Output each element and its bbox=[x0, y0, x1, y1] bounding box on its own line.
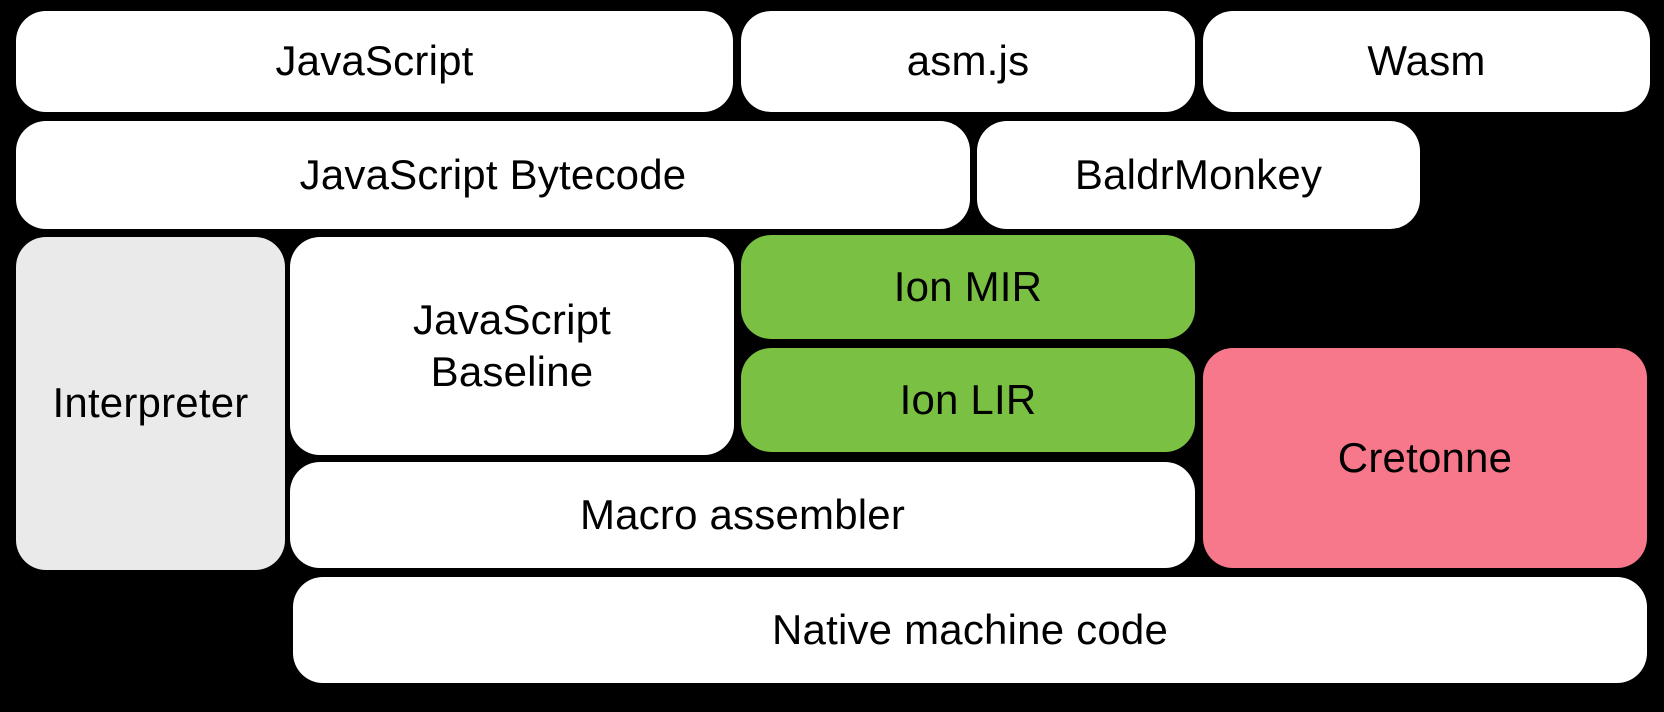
node-javascript-bytecode-label: JavaScript Bytecode bbox=[299, 150, 687, 198]
node-javascript-baseline: JavaScript Baseline bbox=[290, 237, 734, 455]
node-ion-mir: Ion MIR bbox=[741, 235, 1195, 339]
node-wasm-label: Wasm bbox=[1367, 37, 1486, 85]
node-javascript-baseline-label: JavaScript Baseline bbox=[412, 295, 612, 395]
node-asm-js-label: asm.js bbox=[906, 37, 1030, 85]
node-ion-lir: Ion LIR bbox=[741, 348, 1195, 452]
node-javascript-bytecode: JavaScript Bytecode bbox=[16, 121, 970, 229]
node-macro-assembler-label: Macro assembler bbox=[579, 490, 906, 538]
node-cretonne: Cretonne bbox=[1203, 348, 1647, 568]
node-cretonne-label: Cretonne bbox=[1337, 433, 1513, 481]
node-javascript: JavaScript bbox=[16, 11, 733, 112]
node-ion-lir-label: Ion LIR bbox=[899, 375, 1037, 423]
node-native-machine-code: Native machine code bbox=[293, 577, 1647, 683]
node-native-machine-code-label: Native machine code bbox=[771, 605, 1168, 653]
node-asm-js: asm.js bbox=[741, 11, 1195, 112]
node-wasm: Wasm bbox=[1203, 11, 1650, 112]
node-baldrmonkey: BaldrMonkey bbox=[977, 121, 1420, 229]
node-interpreter-label: Interpreter bbox=[52, 379, 249, 427]
node-macro-assembler: Macro assembler bbox=[290, 462, 1195, 568]
node-ion-mir-label: Ion MIR bbox=[893, 262, 1043, 310]
node-baldrmonkey-label: BaldrMonkey bbox=[1074, 150, 1323, 198]
node-interpreter: Interpreter bbox=[16, 237, 285, 570]
node-javascript-label: JavaScript bbox=[275, 37, 474, 85]
